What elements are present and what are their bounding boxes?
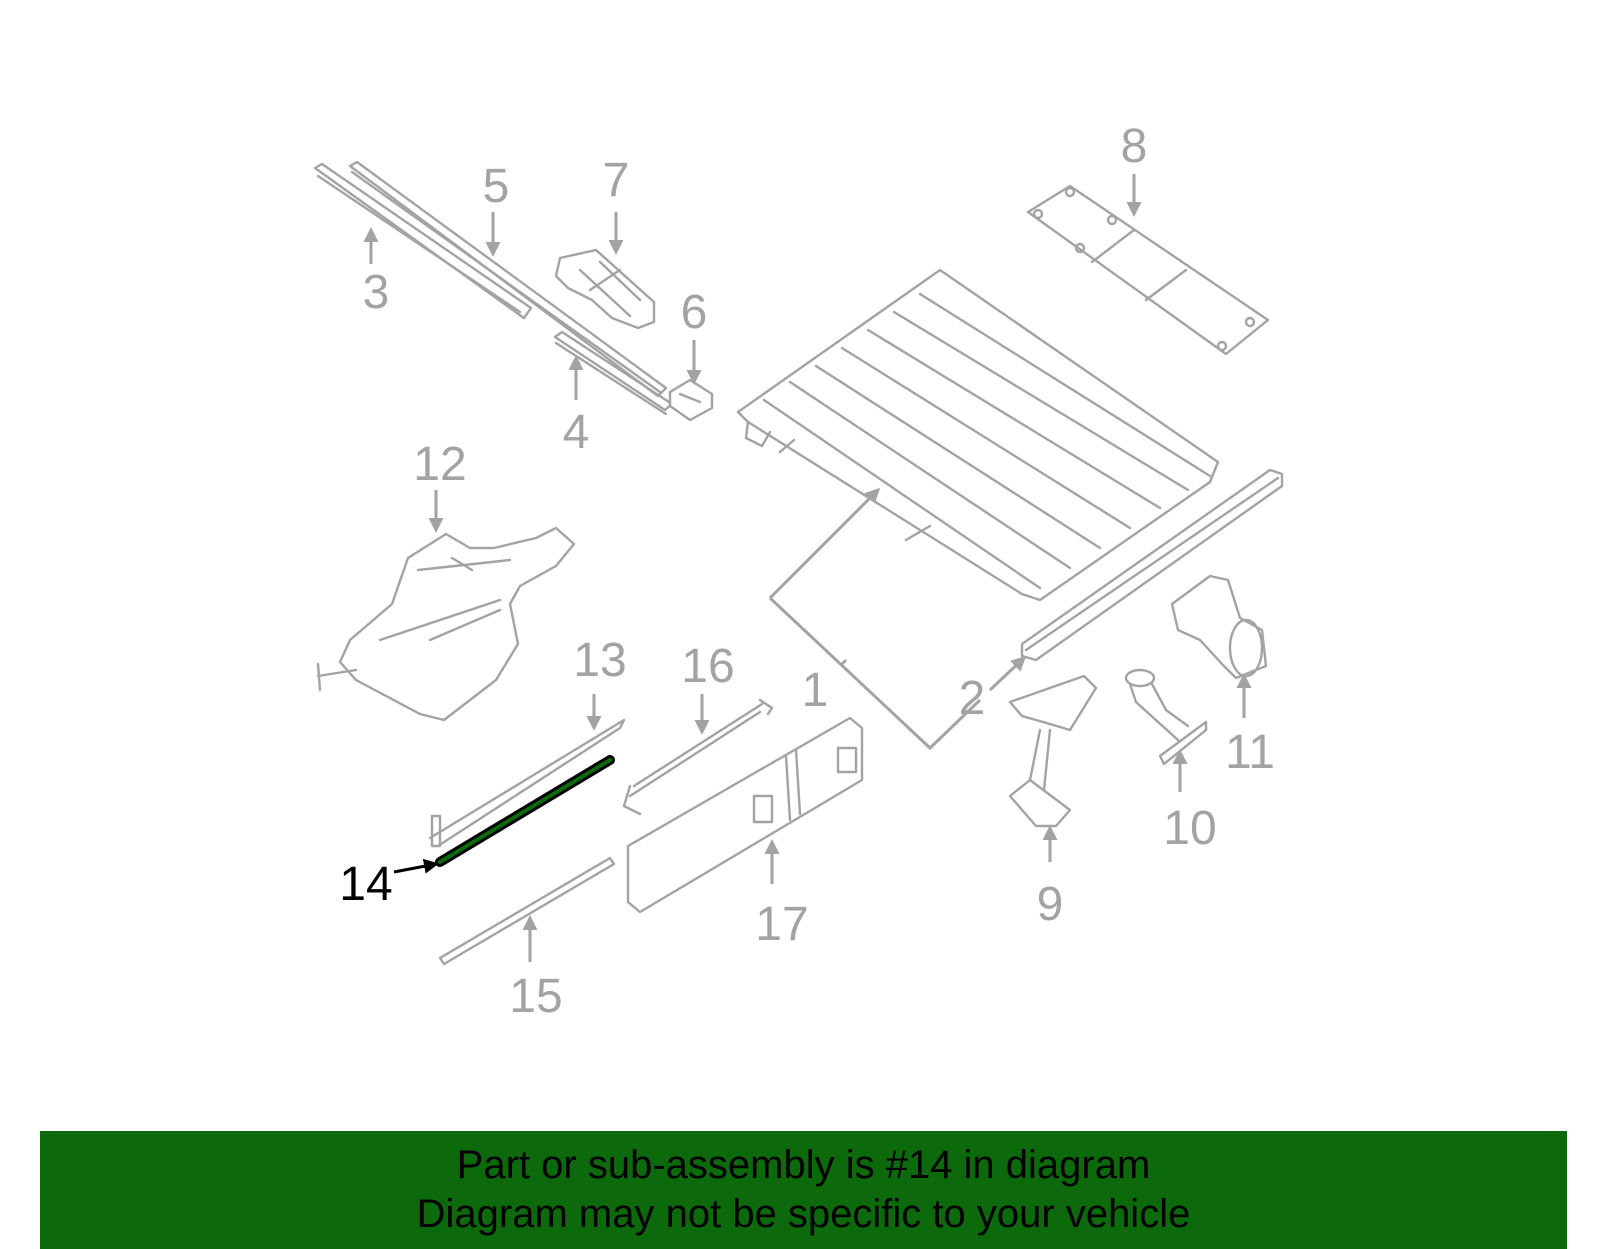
label-1: 1	[802, 664, 829, 717]
part-info-banner: Part or sub-assembly is #14 in diagram D…	[40, 1131, 1567, 1249]
label-13: 13	[573, 634, 626, 687]
banner-line-1: Part or sub-assembly is #14 in diagram	[456, 1143, 1151, 1187]
label-14: 14	[339, 858, 392, 911]
label-12: 12	[413, 438, 466, 491]
part-10-bracket[interactable]	[1124, 668, 1208, 766]
part-7-bracket[interactable]	[554, 248, 656, 330]
label-3: 3	[363, 266, 390, 319]
part-12-jack[interactable]	[316, 526, 576, 722]
label-4: 4	[563, 406, 590, 459]
part-15-rod[interactable]	[438, 856, 616, 966]
banner-line-2: Diagram may not be specific to your vehi…	[416, 1192, 1191, 1236]
label-5: 5	[483, 160, 510, 213]
label-9: 9	[1037, 878, 1064, 931]
part-16-wrench[interactable]	[622, 698, 774, 816]
label-17: 17	[755, 898, 808, 951]
label-11: 11	[1225, 726, 1275, 779]
label-6: 6	[681, 286, 708, 339]
part-1-floor[interactable]	[736, 268, 1220, 602]
part-9-hoist[interactable]	[1008, 674, 1098, 828]
part-4-rail[interactable]	[553, 330, 674, 416]
part-3-rail[interactable]	[313, 162, 533, 320]
label-15: 15	[509, 970, 562, 1023]
part-5-rail[interactable]	[348, 160, 668, 398]
label-7: 7	[603, 154, 630, 207]
label-2: 2	[959, 672, 986, 725]
label-10: 10	[1163, 802, 1216, 855]
label-16: 16	[681, 640, 734, 693]
part-13-rod[interactable]	[428, 718, 626, 848]
part-11-bracket[interactable]	[1170, 574, 1268, 680]
part-8-plate[interactable]	[1026, 184, 1270, 356]
label-8: 8	[1121, 120, 1148, 173]
part-6-clip[interactable]	[668, 378, 714, 422]
part-17-bag[interactable]	[626, 716, 864, 914]
part-14-rod-highlighted[interactable]	[435, 755, 615, 867]
